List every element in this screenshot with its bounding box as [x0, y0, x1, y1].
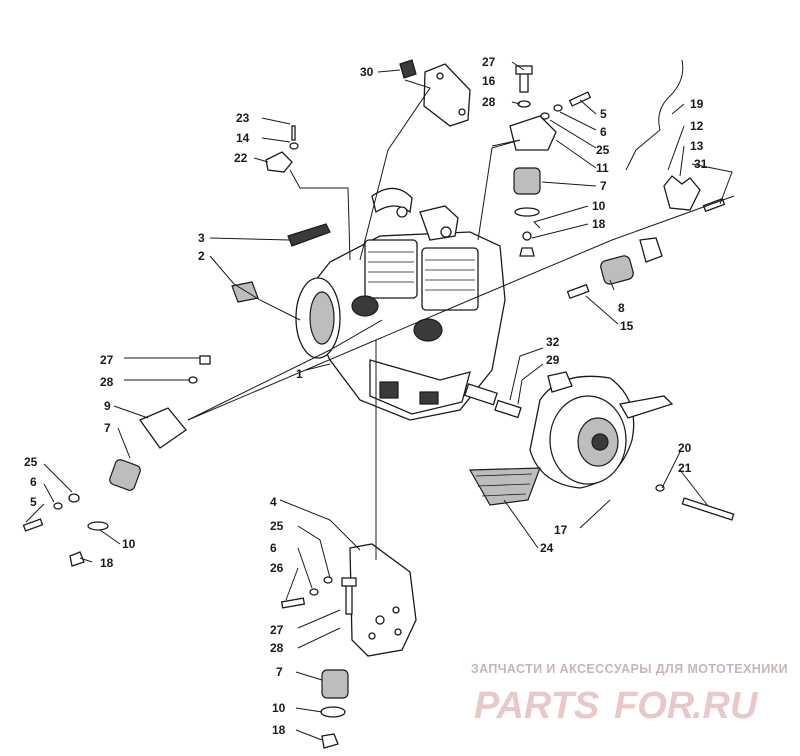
callout-18: 18: [592, 217, 606, 231]
callout-20: 20: [678, 441, 692, 455]
callout-30: 30: [360, 65, 374, 79]
callout-24: 24: [540, 541, 554, 555]
leader-lines: [25, 61, 735, 741]
callout-1: 1: [296, 367, 303, 381]
callout-5: 5: [30, 495, 37, 509]
callout-31: 31: [694, 157, 708, 171]
callout-25: 25: [24, 455, 38, 469]
callout-5: 5: [600, 107, 607, 121]
callout-23: 23: [236, 111, 250, 125]
callout-19: 19: [690, 97, 704, 111]
callout-12: 12: [690, 119, 704, 133]
rear-mount-upper: [509, 65, 592, 257]
callout-6: 6: [30, 475, 37, 489]
callout-9: 9: [104, 399, 111, 413]
drive-clutch: [468, 371, 735, 521]
callout-28: 28: [100, 375, 114, 389]
callout-18: 18: [272, 723, 286, 737]
callout-18: 18: [100, 556, 114, 570]
callout-6: 6: [600, 125, 607, 139]
callout-16: 16: [482, 74, 496, 88]
callout-28: 28: [482, 95, 496, 109]
callout-17: 17: [554, 523, 568, 537]
callout-13: 13: [690, 139, 704, 153]
watermark-logo: PARTS FOR .RU: [474, 685, 759, 727]
callout-21: 21: [678, 461, 692, 475]
watermark-logo-parts: PARTS: [474, 685, 599, 727]
callout-27: 27: [482, 55, 496, 69]
callout-10: 10: [592, 199, 606, 213]
callout-25: 25: [596, 143, 610, 157]
callout-8: 8: [618, 301, 625, 315]
callout-2: 2: [198, 249, 205, 263]
callout-11: 11: [596, 161, 609, 175]
callout-32: 32: [546, 335, 560, 349]
callout-14: 14: [236, 131, 250, 145]
watermark-logo-ru: .RU: [692, 685, 759, 727]
watermark-caption: ЗАПЧАСТИ И АКСЕССУАРЫ ДЛЯ МОТОТЕХНИКИ: [470, 662, 788, 676]
callout-10: 10: [122, 537, 136, 551]
callout-26: 26: [270, 561, 284, 575]
engine-assembly: [295, 187, 506, 421]
callout-7: 7: [104, 421, 111, 435]
callout-25: 25: [270, 519, 284, 533]
callout-27: 27: [100, 353, 114, 367]
idler-parts: [566, 255, 634, 300]
exhaust-flange: [399, 59, 471, 127]
lower-bracket: [280, 543, 417, 749]
callout-22: 22: [234, 151, 248, 165]
watermark-logo-for: FOR: [614, 685, 695, 727]
callout-27: 27: [270, 623, 284, 637]
callout-3: 3: [198, 231, 205, 245]
callout-6: 6: [270, 541, 277, 555]
callout-4: 4: [270, 495, 277, 509]
callout-7: 7: [276, 665, 283, 679]
callout-10: 10: [272, 701, 286, 715]
watermark: ЗАПЧАСТИ И АКСЕССУАРЫ ДЛЯ МОТОТЕХНИКИ PA…: [468, 662, 788, 728]
callout-29: 29: [546, 353, 560, 367]
callout-28: 28: [270, 641, 284, 655]
callout-7: 7: [600, 179, 607, 193]
front-mount-left: [22, 355, 211, 567]
callout-15: 15: [620, 319, 634, 333]
callout-labels: 30 16 27 28 5 6 25 11 7 10 18 19 12 13 3…: [24, 55, 708, 737]
cable-assembly: [625, 59, 726, 263]
